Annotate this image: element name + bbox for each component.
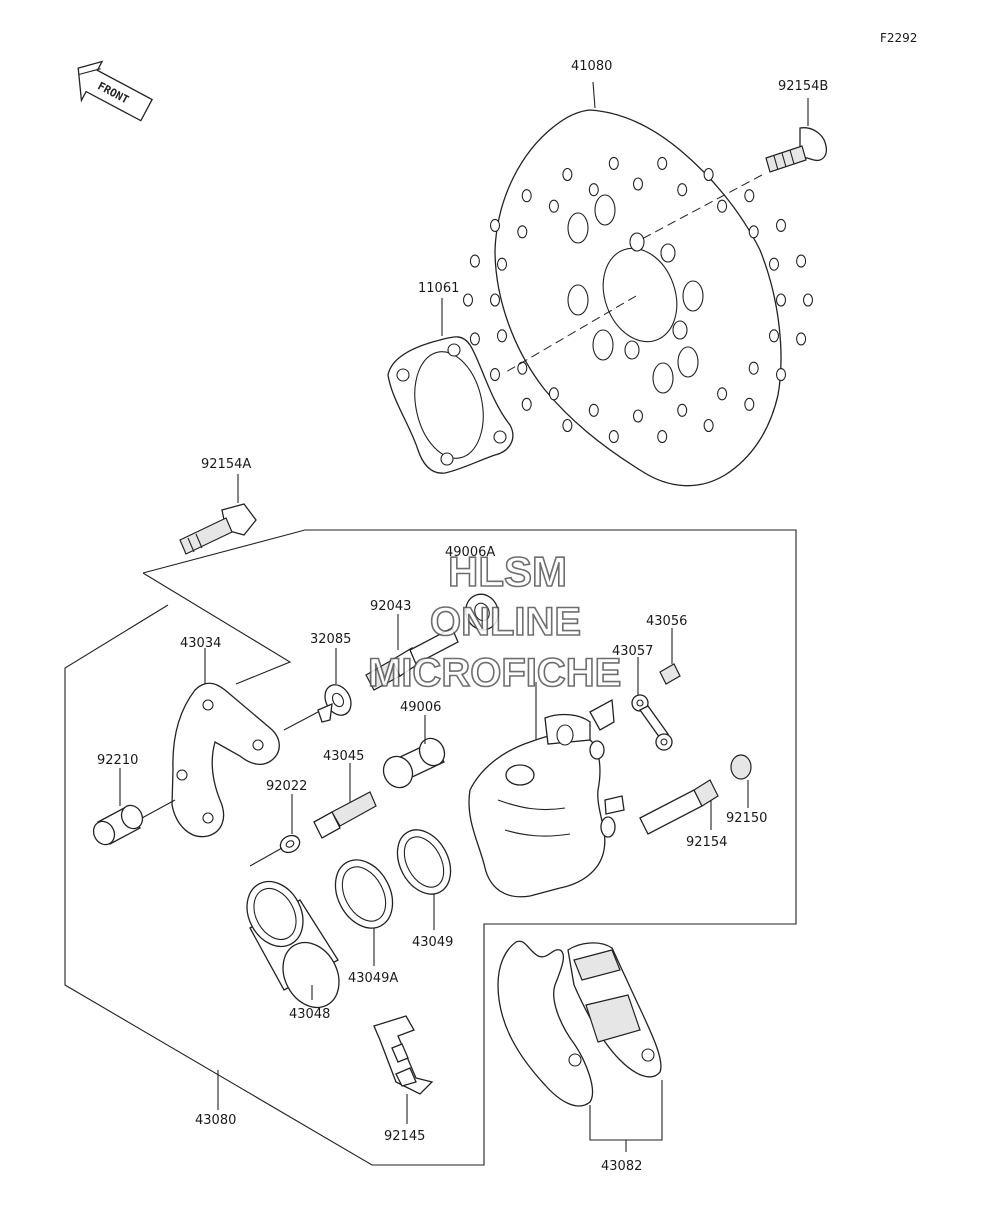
part-label-92210: 92210 <box>97 753 138 768</box>
disc-vent-hole <box>548 199 559 213</box>
disc-vent-hole <box>562 418 573 433</box>
watermark: HLSM ONLINE MICROFICHE <box>367 547 622 696</box>
watermark-line2: ONLINE <box>430 600 581 644</box>
part-label-49006A: 49006A <box>445 545 495 560</box>
boot-32085[interactable] <box>283 648 356 731</box>
part-label-92022: 92022 <box>266 779 307 794</box>
disc-vent-hole <box>657 156 668 170</box>
leader-disc-center <box>505 295 637 373</box>
slide-pin-49006[interactable] <box>378 715 449 793</box>
part-label-92145: 92145 <box>384 1129 425 1144</box>
disc-vent-hole <box>608 430 619 444</box>
disc-vent-hole <box>796 332 807 346</box>
bolt-92154A[interactable] <box>179 474 257 555</box>
watermark-line1: HLSM <box>448 548 567 595</box>
disc-vent-hole <box>802 293 814 307</box>
disc-vent-hole <box>703 418 714 433</box>
part-label-43056: 43056 <box>646 614 687 629</box>
part-label-43048: 43048 <box>289 1007 330 1022</box>
disc-vent-hole <box>496 257 508 271</box>
disc-vent-hole <box>469 254 480 268</box>
assembly-bracket-line <box>142 572 292 685</box>
disc-vent-hole <box>744 189 755 203</box>
disc-vent-hole <box>462 293 474 307</box>
cap-92150[interactable] <box>730 754 752 808</box>
disc-vent-hole <box>717 387 728 401</box>
part-label-32085: 32085 <box>310 632 351 647</box>
disc-vent-hole <box>748 225 759 239</box>
bolt-43045[interactable] <box>313 763 377 839</box>
disc-vent-hole <box>775 368 787 382</box>
bleeder-92043[interactable] <box>365 614 459 691</box>
part-label-43049A: 43049A <box>348 971 398 986</box>
leader-92154B-dash <box>639 174 763 241</box>
part-label-41080: 41080 <box>571 59 612 74</box>
disc-vent-hole <box>608 156 619 170</box>
washer-92022[interactable] <box>249 794 303 867</box>
bolt-92154[interactable] <box>639 779 719 835</box>
bolt-92154B[interactable] <box>765 98 828 173</box>
part-label-92154B: 92154B <box>778 79 828 94</box>
disc-vent-hole <box>521 189 532 203</box>
assembly-outline-43080 <box>64 529 797 1166</box>
disc-vent-hole <box>489 368 501 382</box>
disc-vent-hole <box>548 387 559 401</box>
clip-43057[interactable] <box>631 657 673 751</box>
disc-vent-hole <box>517 225 528 239</box>
part-label-92150: 92150 <box>726 811 767 826</box>
disc-vent-hole <box>677 183 688 197</box>
front-arrow-icon: FRONT <box>77 60 154 122</box>
sleeve-92210[interactable] <box>90 768 176 848</box>
disc-vent-hole <box>677 403 688 417</box>
part-label-92154: 92154 <box>686 835 727 850</box>
part-label-43045: 43045 <box>323 749 364 764</box>
gasket-11061[interactable] <box>387 298 514 474</box>
disc-vent-hole <box>562 167 573 182</box>
part-label-92154A: 92154A <box>201 457 251 472</box>
disc-vent-hole <box>517 361 528 375</box>
piston-43048[interactable] <box>236 872 350 1017</box>
disc-vent-hole <box>588 183 599 197</box>
disc-vent-hole <box>744 397 755 411</box>
caliper-bracket-43034[interactable] <box>171 648 280 838</box>
disc-vent-hole <box>775 218 787 232</box>
watermark-line3: MICROFICHE <box>368 651 621 695</box>
disc-vent-hole <box>632 409 644 423</box>
disc-vent-hole <box>775 293 787 307</box>
part-label-11061: 11061 <box>418 281 459 296</box>
disc-vent-hole <box>768 329 780 343</box>
disc-vent-hole <box>588 403 599 417</box>
part-label-92043: 92043 <box>370 599 411 614</box>
pad-spring-92145[interactable] <box>373 1015 434 1124</box>
part-label-49006: 49006 <box>400 700 441 715</box>
disc-vent-hole <box>796 254 807 268</box>
disc-vent-hole <box>657 430 668 444</box>
disc-vent-hole <box>489 293 501 307</box>
disc-vent-hole <box>748 361 759 375</box>
disc-vent-hole <box>469 332 480 346</box>
brake-disc-41080[interactable] <box>462 81 814 487</box>
seal-43049A[interactable] <box>324 850 404 966</box>
disc-vent-hole <box>703 167 714 182</box>
part-label-43057: 43057 <box>612 644 653 659</box>
part-label-43034: 43034 <box>180 636 221 651</box>
pin-43056[interactable] <box>659 628 681 685</box>
part-label-43082: 43082 <box>601 1159 642 1174</box>
seal-43049[interactable] <box>387 821 461 930</box>
part-label-43080: 43080 <box>195 1113 236 1128</box>
part-label-43049: 43049 <box>412 935 453 950</box>
disc-vent-hole <box>768 257 780 271</box>
disc-vent-hole <box>717 199 728 213</box>
disc-holes <box>462 156 814 444</box>
disc-vent-hole <box>632 177 644 191</box>
brake-pads-43082[interactable] <box>497 940 663 1152</box>
disc-vent-hole <box>521 397 532 411</box>
disc-vent-hole <box>496 329 508 343</box>
figure-code: F2292 <box>880 31 917 45</box>
disc-vent-hole <box>489 218 501 232</box>
cap-49006A[interactable] <box>461 590 503 635</box>
caliper-body[interactable] <box>468 682 625 898</box>
